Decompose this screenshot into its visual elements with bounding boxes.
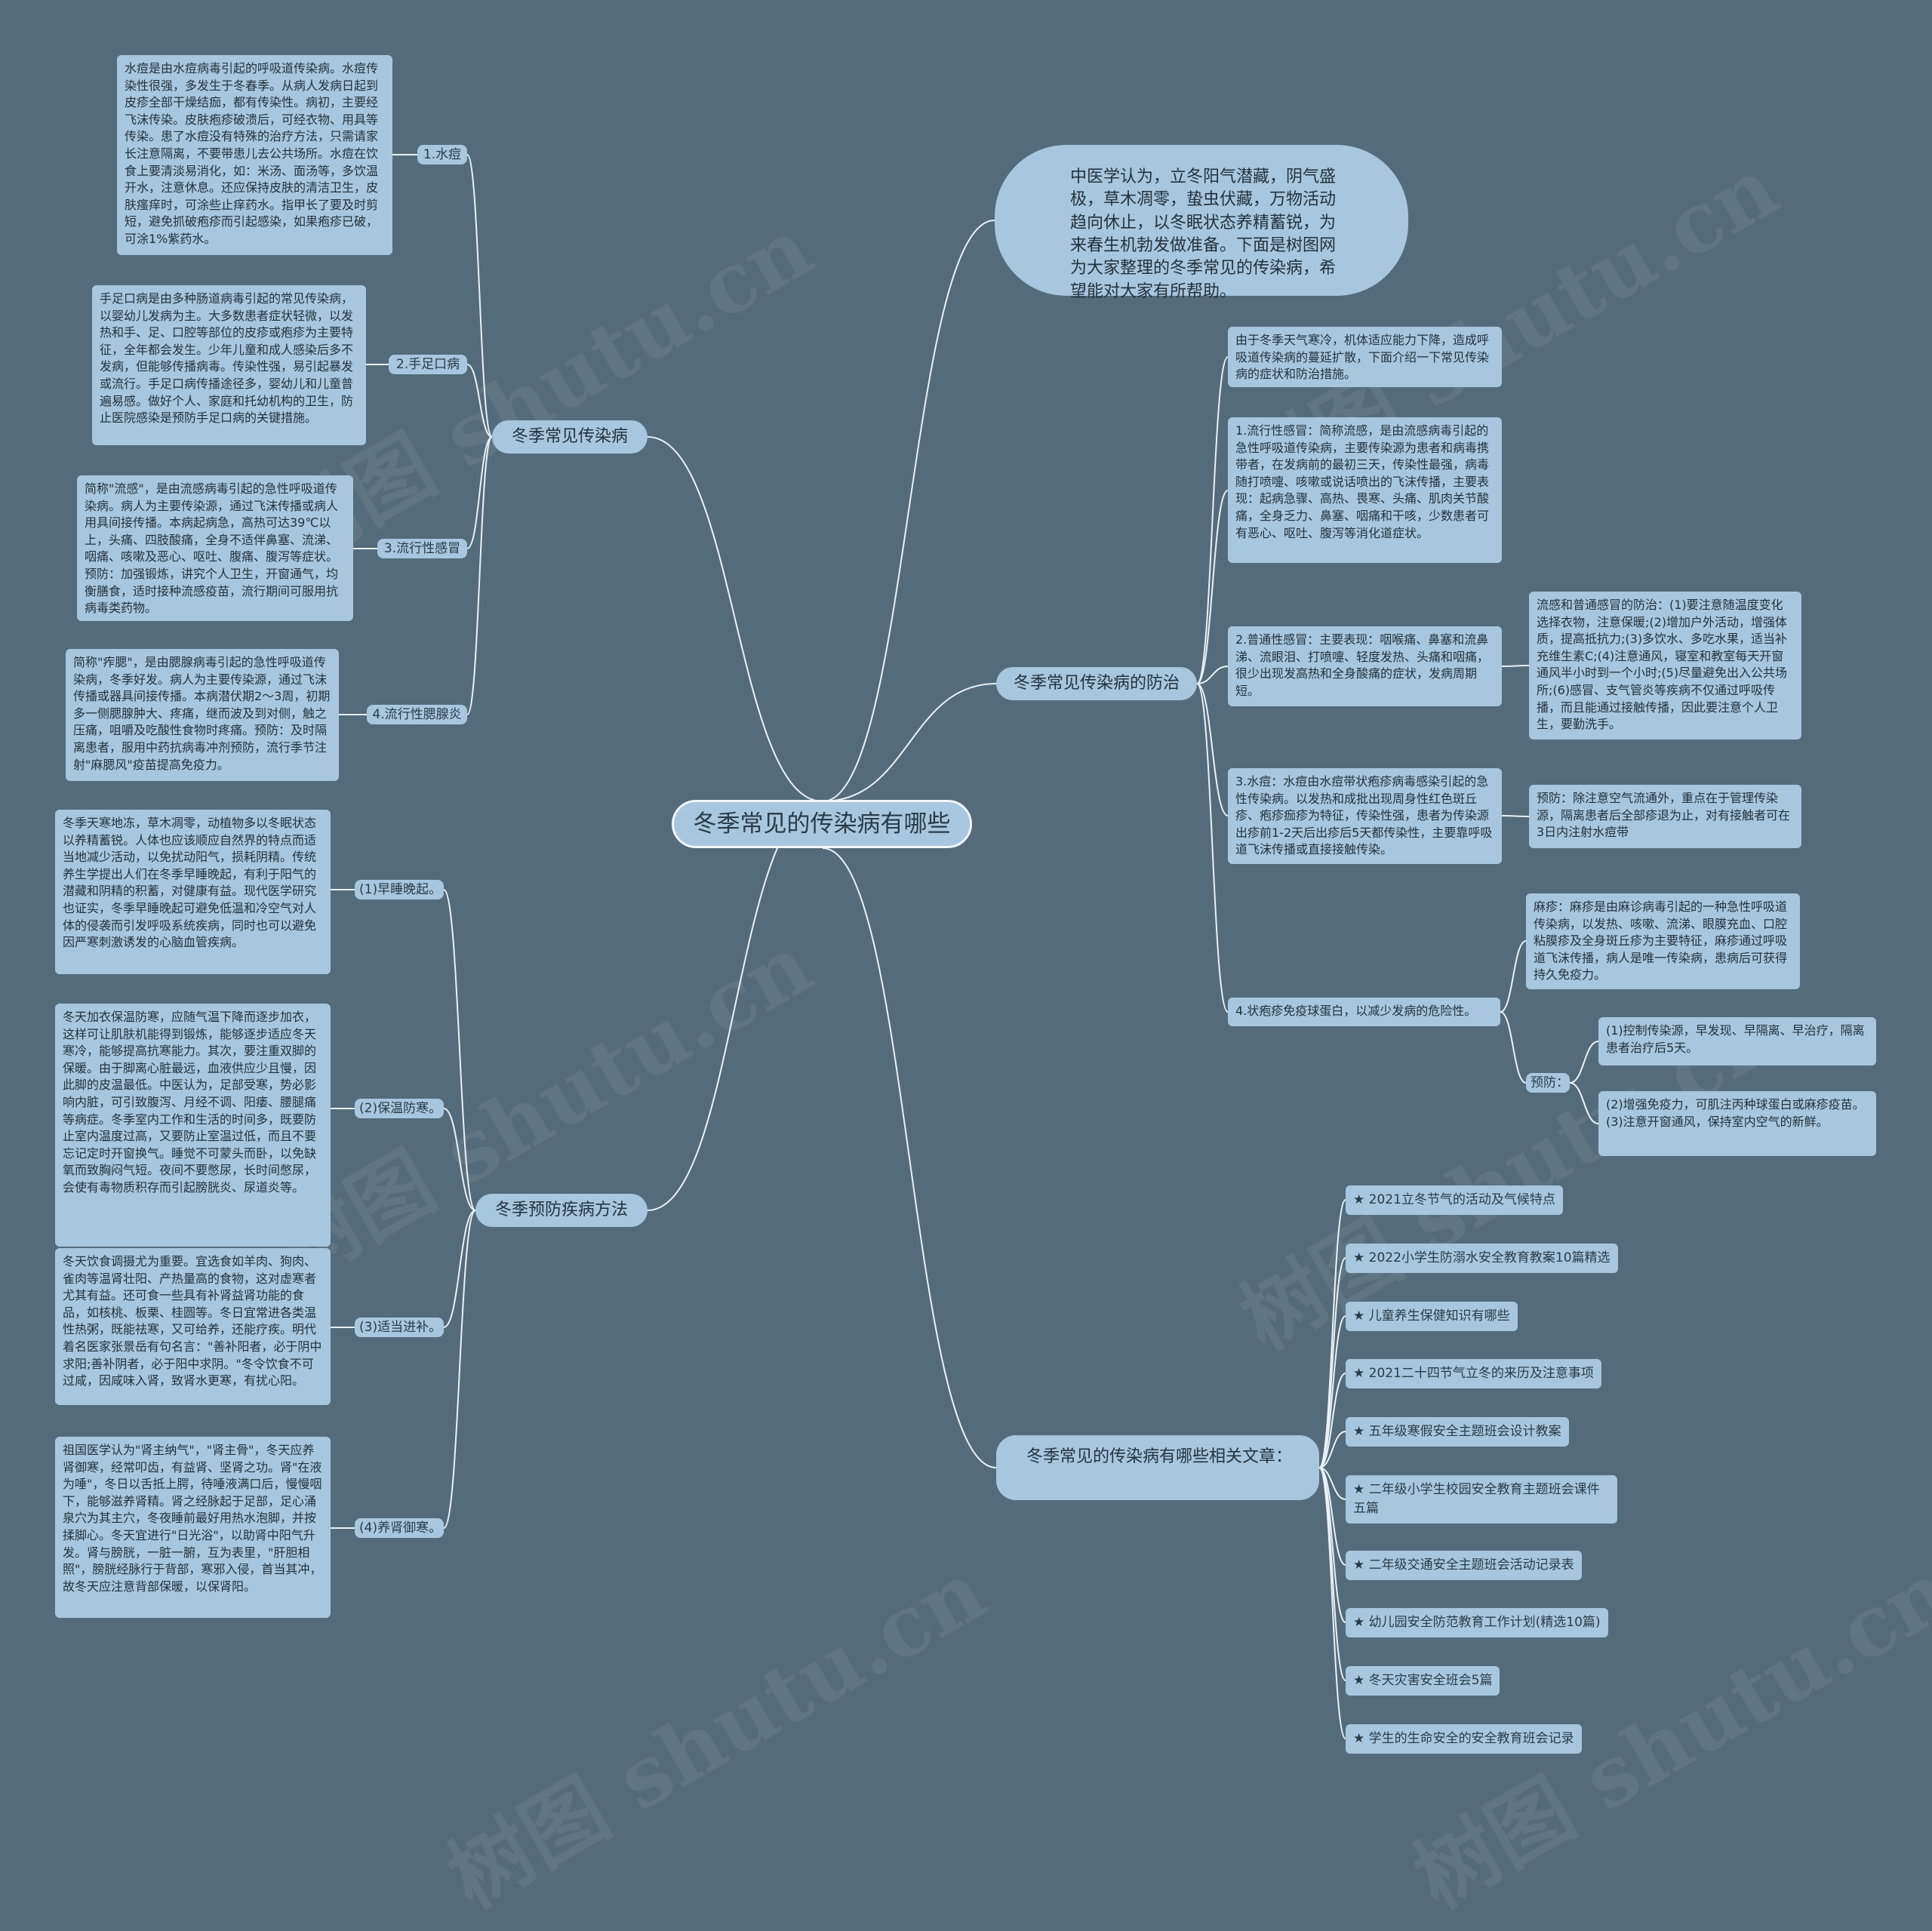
label-kidney[interactable]: (4)养肾御寒。	[355, 1518, 444, 1538]
connector-root-common	[647, 436, 823, 802]
connector-lines	[331, 154, 1599, 1739]
leaf-hfmd-text: 手足口病是由多种肠道病毒引起的常见传染病，以婴幼儿发病为主。大多数患者症状轻微，…	[92, 285, 366, 445]
connector-control-sub	[1500, 1011, 1527, 1084]
connector-control-item	[1196, 666, 1229, 684]
related-article-link[interactable]: ★ 2022小学生防溺水安全教育教案10篇精选	[1346, 1244, 1618, 1273]
leaf-control-intro: 由于冬季天气寒冷，机体适应能力下降，造成呼吸道传染病的蔓延扩散，下面介绍一下常见…	[1228, 327, 1502, 387]
connector-control-item	[1196, 356, 1229, 684]
connector-prevent-sub	[1569, 1041, 1599, 1084]
leaf-cold-prevention: 流感和普通感冒的防治：(1)要注意随温度变化选择衣物，注意保暖;(2)增加户外活…	[1529, 592, 1801, 739]
connector-related-item	[1318, 1467, 1346, 1681]
connector-control-item	[1196, 490, 1229, 684]
leaf-kidney-text: 祖国医学认为"肾主纳气"，"肾主骨"，冬天应养肾御寒，经常叩齿，有益肾、坚肾之功…	[55, 1437, 331, 1618]
mindmap-canvas: 树图 shutu.cn 树图 shutu.cn 树图 shutu.cn 树图 s…	[55, 55, 1932, 1926]
label-chickenpox[interactable]: 1.水痘	[417, 145, 467, 165]
connector-common-item	[466, 154, 493, 438]
label-flu[interactable]: 3.流行性感冒	[377, 539, 467, 558]
connector-related-item	[1318, 1431, 1346, 1468]
related-article-link[interactable]: ★ 2021二十四节气立冬的来历及注意事项	[1346, 1359, 1601, 1388]
connector-common-item	[466, 436, 493, 549]
related-article-link[interactable]: ★ 幼儿园安全防范教育工作计划(精选10篇)	[1346, 1608, 1608, 1637]
related-article-link[interactable]: ★ 2021立冬节气的活动及气候特点	[1346, 1185, 1563, 1215]
leaf-chickenpox-text: 水痘是由水痘病毒引起的呼吸道传染病。水痘传染性很强，多发生于冬春季。从病人发病日…	[117, 55, 392, 255]
root-topic[interactable]: 冬季常见的传染病有哪些	[672, 800, 972, 848]
connector-control-item	[1196, 683, 1229, 816]
leaf-flu-text: 简称"流感"，是由流感病毒引起的急性呼吸道传染病。病人为主要传染源，通过飞沫传播…	[77, 475, 353, 621]
intro-node[interactable]: 中医学认为，立冬阳气潜藏，阴气盛极，草木凋零，蛰虫伏藏，万物活动趋向休止，以冬眠…	[995, 145, 1408, 301]
leaf-mumps-text: 简称"痄腮"，是由腮腺病毒引起的急性呼吸道传染病，冬季好发。病人为主要传染源，通…	[66, 649, 339, 781]
connector-common-item	[466, 364, 493, 438]
connector-related-item	[1318, 1257, 1346, 1468]
label-prevention[interactable]: 预防：	[1526, 1073, 1570, 1093]
leaf-control-chickenpox: 3.水痘：水痘由水痘带状疱疹病毒感染引起的急性传染病。以发热和成批出现周身性红色…	[1228, 768, 1502, 864]
connector-control-sub	[1500, 940, 1527, 1013]
connector-root-intro	[822, 220, 995, 802]
leaf-chickenpox-prevention: 预防：除注意空气流通外，重点在于管理传染源，隔离患者后全部疹退为止，对有接触者可…	[1529, 785, 1801, 848]
connector-prevention-item	[443, 1210, 476, 1529]
branch-disease-control[interactable]: 冬季常见传染病的防治	[996, 667, 1197, 700]
leaf-measles: 麻疹：麻疹是由麻诊病毒引起的一种急性呼吸道传染病，以发热、咳嗽、流涕、眼膜充血、…	[1526, 893, 1800, 989]
related-article-link[interactable]: ★ 二年级交通安全主题班会活动记录表	[1346, 1551, 1582, 1580]
connector-root-control	[822, 683, 997, 802]
leaf-vaccine: 4.状疱疹免疫球蛋白，以减少发病的危险性。	[1228, 998, 1500, 1026]
label-hfmd[interactable]: 2.手足口病	[389, 355, 467, 374]
connector-root-related	[822, 847, 997, 1468]
label-mumps[interactable]: 4.流行性腮腺炎	[367, 705, 467, 724]
label-supplement[interactable]: (3)适当进补。	[355, 1318, 444, 1337]
leaf-supplement-text: 冬天饮食调摄尤为重要。宜选食如羊肉、狗肉、雀肉等温肾壮阳、产热量高的食物，这对虚…	[55, 1248, 331, 1405]
branch-common-diseases[interactable]: 冬季常见传染病	[492, 420, 648, 454]
leaf-warmth-text: 冬天加衣保温防寒，应随气温下降而逐步加衣，这样可让肌肤机能得到锻炼，能够逐步适应…	[55, 1004, 331, 1247]
related-article-link[interactable]: ★ 儿童养生保健知识有哪些	[1346, 1302, 1518, 1331]
related-article-link[interactable]: ★ 学生的生命安全的安全教育班会记录	[1346, 1724, 1582, 1754]
branch-related-articles[interactable]: 冬季常见的传染病有哪些相关文章：	[996, 1435, 1319, 1500]
connector-related-item	[1318, 1467, 1346, 1739]
leaf-control-flu: 1.流行性感冒：简称流感，是由流感病毒引起的急性呼吸道传染病，主要传染源为患者和…	[1228, 417, 1502, 563]
branch-prevention-methods[interactable]: 冬季预防疾病方法	[475, 1194, 648, 1227]
connector-prevent-sub	[1569, 1082, 1599, 1124]
related-article-link[interactable]: ★ 五年级寒假安全主题班会设计教案	[1346, 1417, 1569, 1447]
related-article-link[interactable]: ★ 冬天灾害安全班会5篇	[1346, 1666, 1500, 1696]
leaf-control-cold: 2.普通性感冒：主要表现：咽喉痛、鼻塞和流鼻涕、流眼泪、打喷嚏、轻度发热、头痛和…	[1228, 626, 1502, 706]
leaf-prevention-1: (1)控制传染源，早发现、早隔离、早治疗，隔离患者治疗后5天。	[1598, 1017, 1876, 1065]
connector-control-item	[1196, 683, 1229, 1013]
related-article-link[interactable]: ★ 二年级小学生校园安全教育主题班会课件五篇	[1346, 1475, 1617, 1524]
connector-related-item	[1318, 1315, 1346, 1468]
connector-prevention-item	[443, 1210, 476, 1328]
label-sleep[interactable]: (1)早睡晚起。	[355, 880, 444, 899]
connector-prevention-item	[443, 1108, 476, 1211]
connector-common-item	[466, 436, 493, 715]
connector-prevention-item	[443, 889, 476, 1211]
leaf-prevention-2: (2)增强免疫力，可肌注丙种球蛋白或麻疹疫苗。(3)注意开窗通风，保持室内空气的…	[1598, 1091, 1876, 1156]
connector-related-item	[1318, 1467, 1346, 1500]
connector-related-item	[1318, 1373, 1346, 1468]
leaf-sleep-text: 冬季天寒地冻，草木凋零，动植物多以冬眠状态以养精蓄锐。人体也应该顺应自然界的特点…	[55, 810, 331, 974]
label-warmth[interactable]: (2)保温防寒。	[355, 1099, 444, 1118]
